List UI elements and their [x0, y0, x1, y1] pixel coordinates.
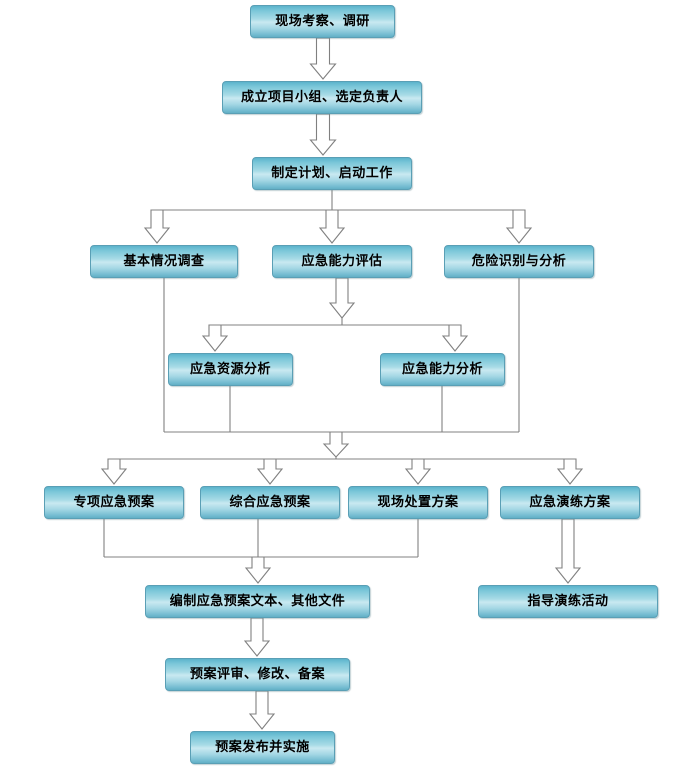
node-make-plan-start[interactable]: 制定计划、启动工作	[252, 157, 412, 190]
node-form-project-team[interactable]: 成立项目小组、选定负责人	[222, 81, 422, 114]
node-resource-analysis[interactable]: 应急资源分析	[168, 353, 293, 386]
edge-merge-bus	[163, 278, 520, 458]
edge-team-to-plan	[309, 113, 337, 156]
node-capacity-analysis[interactable]: 应急能力分析	[380, 353, 505, 386]
node-release-implement[interactable]: 预案发布并实施	[190, 731, 335, 764]
edge-eval-to-two-analyses	[201, 277, 469, 352]
node-basic-survey[interactable]: 基本情况调查	[90, 245, 238, 278]
node-compile-documents[interactable]: 编制应急预案文本、其他文件	[145, 585, 370, 618]
edge-survey-to-team	[309, 37, 337, 80]
edge-merge-to-four-plans	[100, 457, 584, 485]
edge-drill-to-guidance	[554, 518, 582, 584]
edge-review-to-release	[248, 690, 276, 730]
node-capability-eval[interactable]: 应急能力评估	[272, 245, 412, 278]
node-drill-plan[interactable]: 应急演练方案	[500, 486, 640, 519]
node-site-survey[interactable]: 现场考察、调研	[250, 5, 395, 38]
node-general-plan[interactable]: 综合应急预案	[200, 486, 340, 519]
node-hazard-analysis[interactable]: 危险识别与分析	[444, 245, 594, 278]
node-special-plan[interactable]: 专项应急预案	[44, 486, 184, 519]
edge-document-to-review	[243, 617, 271, 657]
node-review-revise-file[interactable]: 预案评审、修改、备案	[165, 658, 350, 691]
edge-plans-to-document	[103, 519, 419, 584]
node-onsite-plan[interactable]: 现场处置方案	[348, 486, 488, 519]
node-guide-drill[interactable]: 指导演练活动	[478, 585, 658, 618]
edge-plan-to-three-branches	[143, 190, 533, 244]
